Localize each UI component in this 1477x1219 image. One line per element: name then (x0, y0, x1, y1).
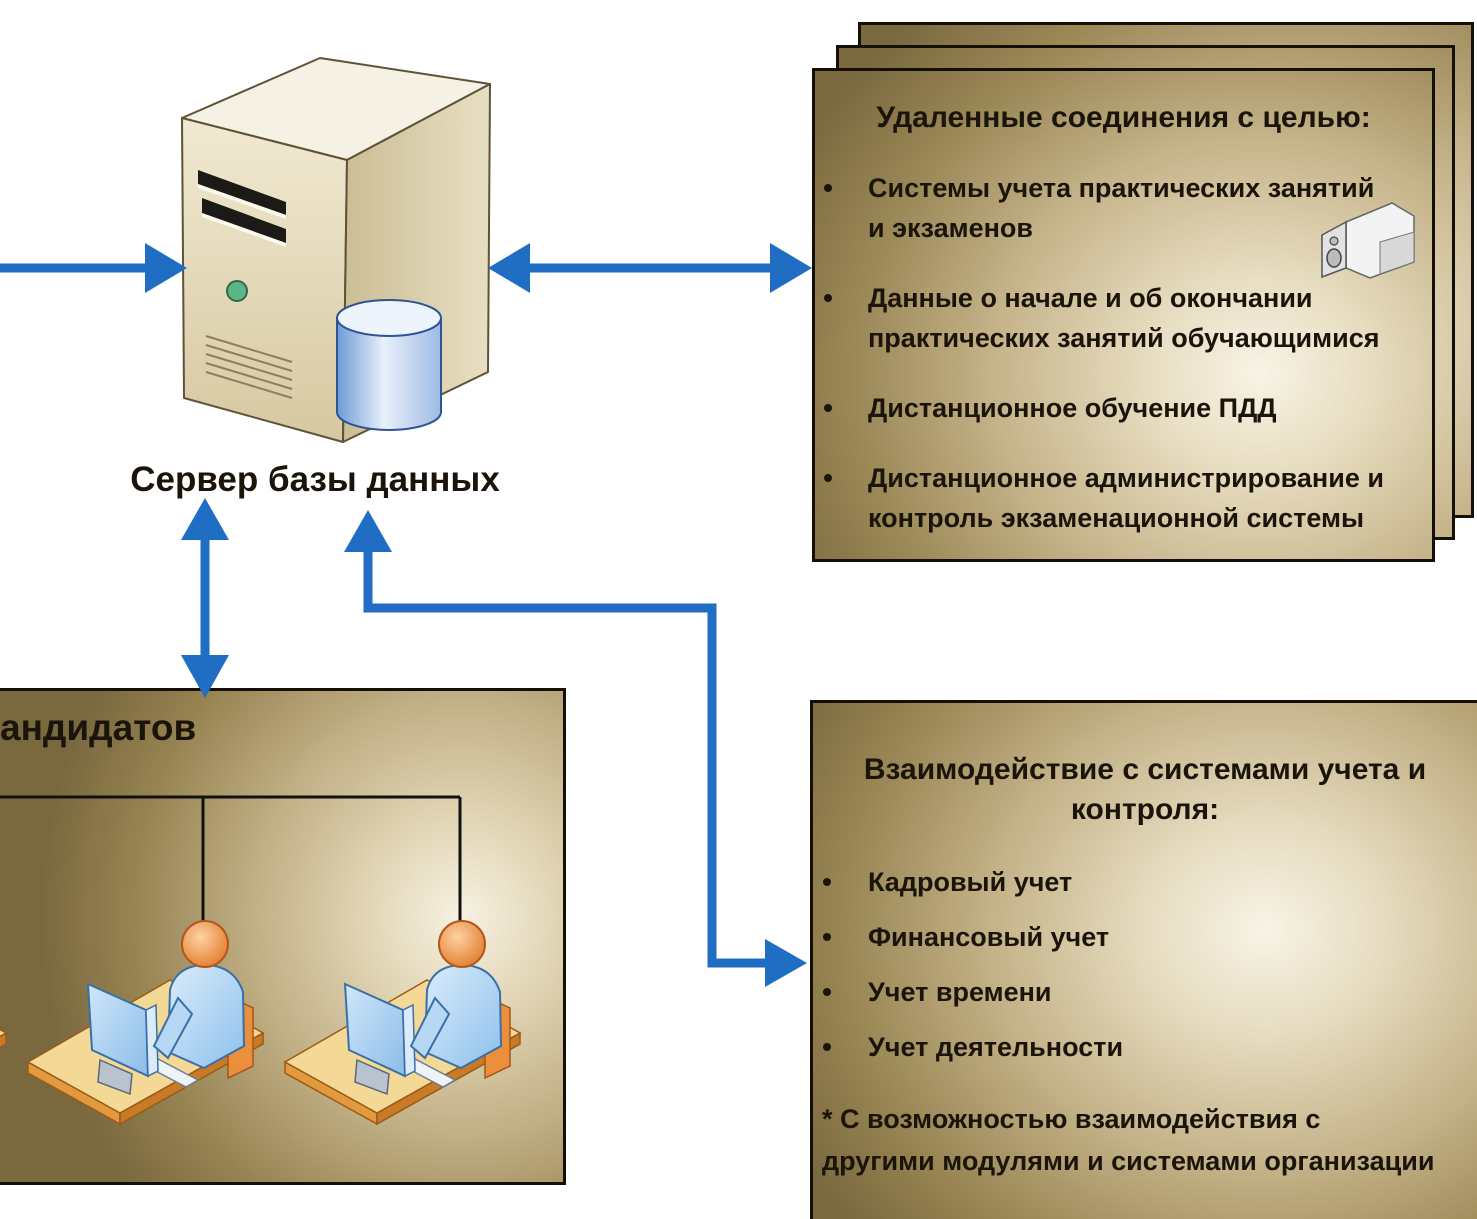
integration-title: Взаимодействие с системами учета и контр… (863, 753, 1427, 826)
bullet-dot (823, 878, 831, 886)
list-item: Финансовый учет (813, 917, 1477, 957)
bullet-dot (823, 1043, 831, 1051)
integration-footnote: * С возможностью взаимодействия с другим… (822, 1104, 1435, 1176)
remote-connections-title: Удаленные соединения с целью: (876, 101, 1371, 134)
list-item-text: Финансовый учет (868, 922, 1110, 952)
list-item-text: Кадровый учет (868, 867, 1073, 897)
server-icon (181, 57, 491, 443)
list-item: Данные о начале и об окончании практичес… (815, 278, 1432, 358)
bullet-dot (824, 404, 832, 412)
list-item: Системы учета практических занятий и экз… (815, 168, 1432, 248)
list-item-text: Учет времени (868, 977, 1052, 1007)
list-item-text: Системы учета практических занятий и экз… (868, 173, 1375, 243)
bullet-dot (824, 294, 832, 302)
remote-connections-box: Удаленные соединения с целью: Системы уч… (812, 68, 1435, 562)
integration-list: Кадровый учет Финансовый учет Учет време… (813, 862, 1477, 1082)
bullet-dot (823, 933, 831, 941)
candidates-box: андидатов (0, 688, 566, 1185)
arrow-server-remote (488, 243, 812, 293)
integration-box: Взаимодействие с системами учета и контр… (810, 700, 1477, 1219)
bullet-dot (824, 184, 832, 192)
list-item: Дистанционное администрирование и контро… (815, 458, 1432, 538)
list-item-text: Дистанционное администрирование и контро… (868, 463, 1384, 533)
arrow-input-to-server (0, 243, 187, 293)
remote-connections-list: Системы учета практических занятий и экз… (815, 168, 1432, 559)
list-item: Учет деятельности (813, 1027, 1477, 1067)
arrow-server-candidates (181, 498, 229, 698)
list-item: Дистанционное обучение ПДД (815, 388, 1432, 428)
database-icon (336, 299, 442, 431)
list-item-text: Учет деятельности (868, 1032, 1124, 1062)
server-label: Сервер базы данных (130, 460, 500, 499)
list-item-text: Данные о начале и об окончании практичес… (868, 283, 1380, 353)
candidates-title: андидатов (0, 707, 197, 748)
bullet-dot (823, 988, 831, 996)
list-item-text: Дистанционное обучение ПДД (868, 393, 1277, 423)
list-item: Кадровый учет (813, 862, 1477, 902)
bullet-dot (824, 474, 832, 482)
list-item: Учет времени (813, 972, 1477, 1012)
